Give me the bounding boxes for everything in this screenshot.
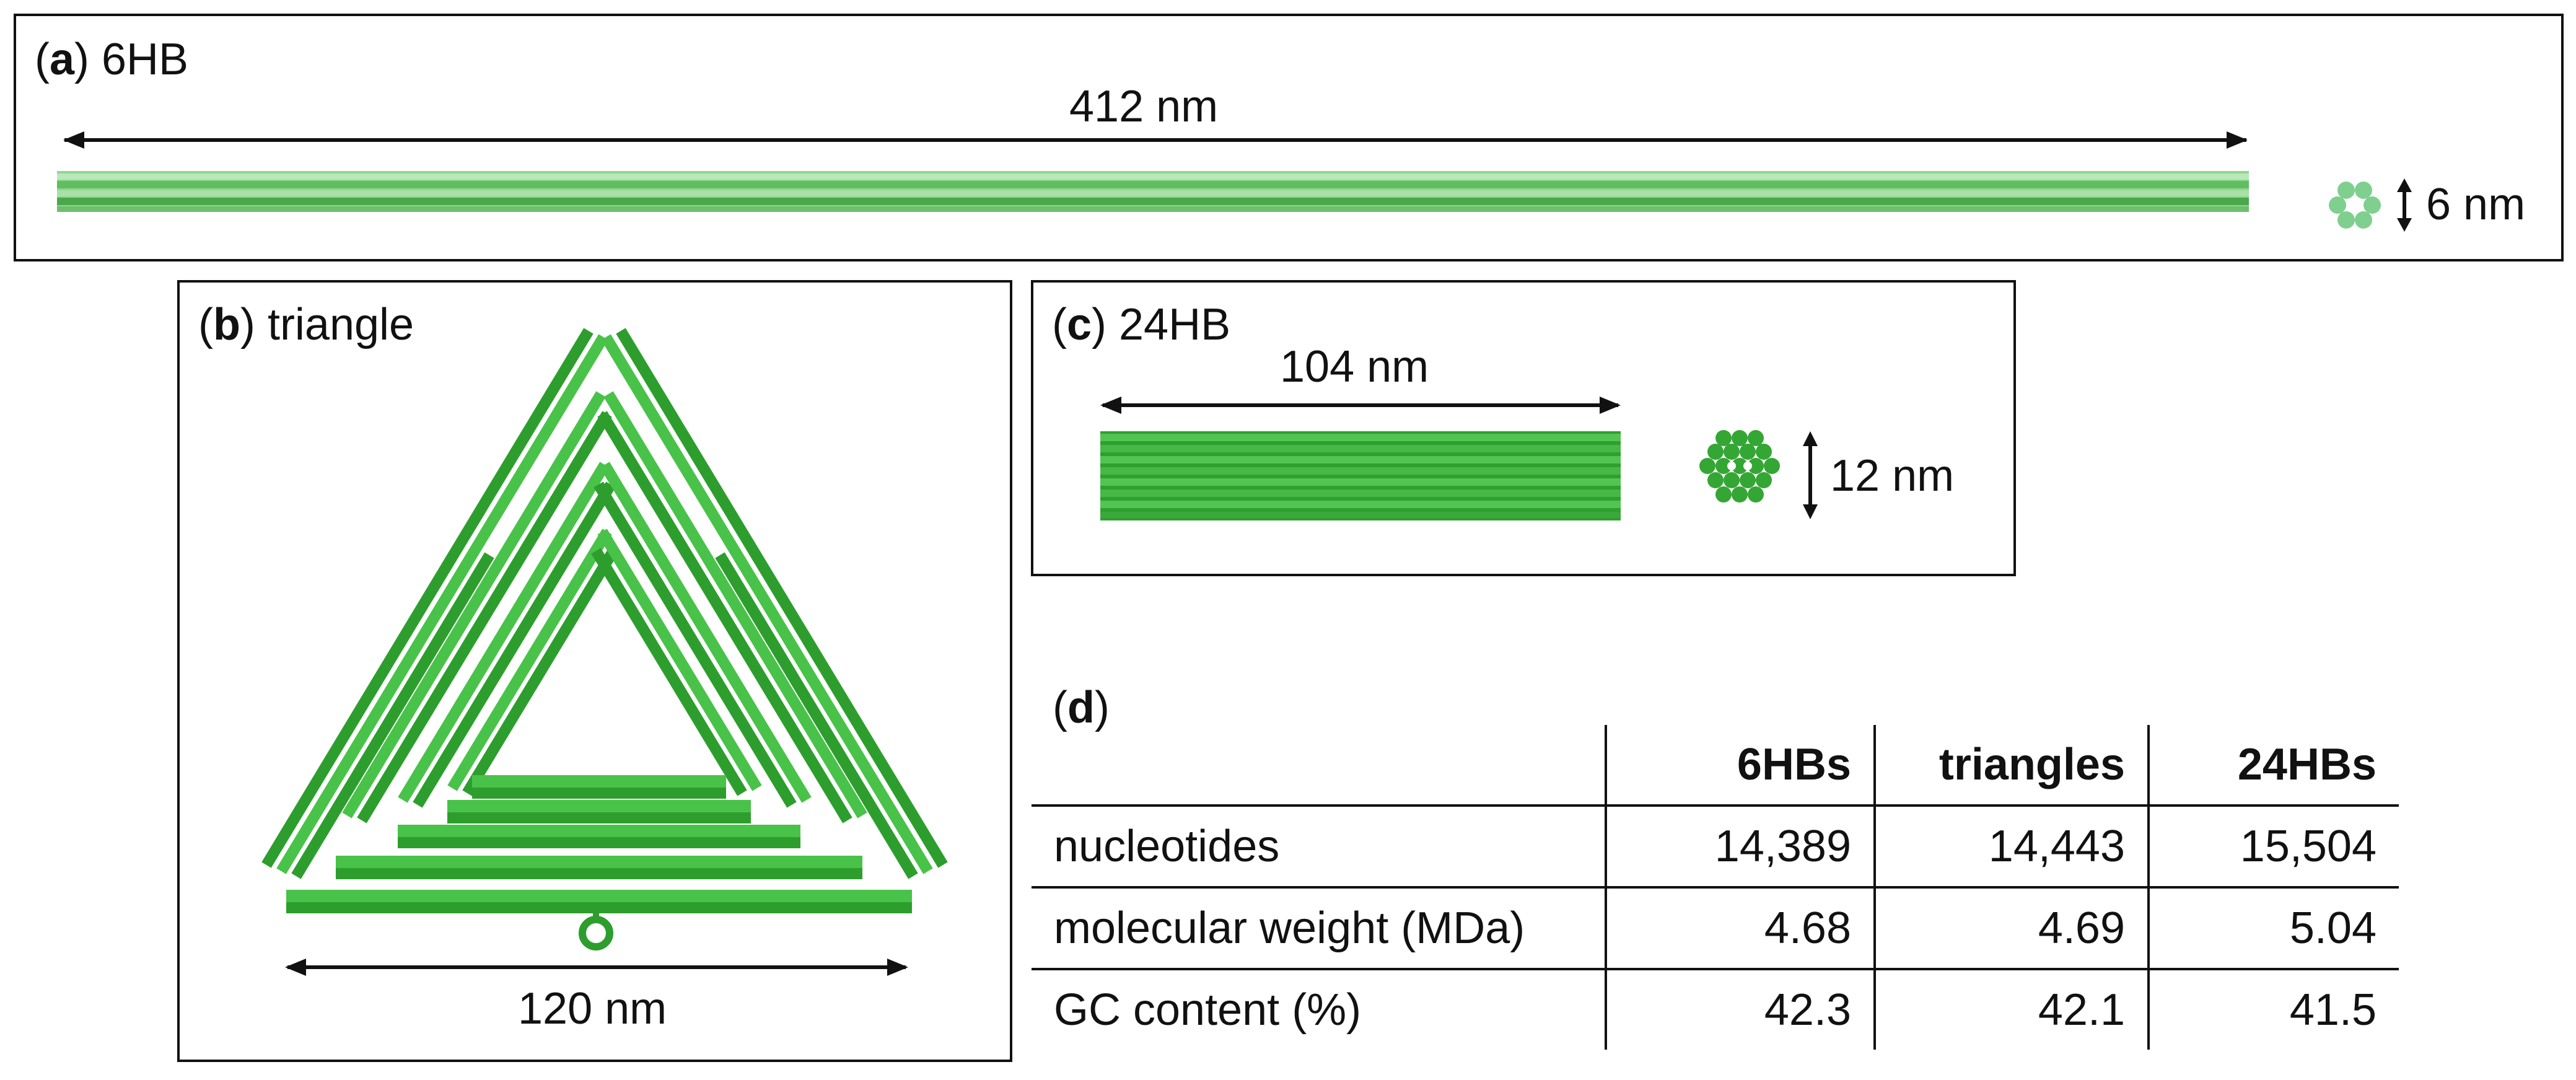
table-row: nucleotides 14,389 14,443 15,504 <box>1032 806 2399 889</box>
24hb-cross-section-icon <box>1699 430 1780 503</box>
panel-c-label: (c) 24HB <box>1052 300 1231 349</box>
table-cell: 41.5 <box>2147 969 2399 1050</box>
panel-b-label: (b) triangle <box>198 300 414 349</box>
table-header-row: 6HBs triangles 24HBs <box>1032 725 2399 807</box>
panel-c: (c) 24HB 104 nm <box>1031 280 2016 576</box>
panel-a-length-label: 412 nm <box>1069 82 1219 131</box>
triangle-structure <box>261 328 948 976</box>
panel-c-length-label: 104 nm <box>1280 342 1429 392</box>
row-label: GC content (%) <box>1054 985 1362 1035</box>
column-header: 24HBs <box>2147 725 2399 807</box>
panel-b: (b) triangle <box>177 280 1012 1062</box>
table-row: GC content (%) 42.3 42.1 41.5 <box>1032 969 2399 1050</box>
table-row: molecular weight (MDa) 4.68 4.69 5.04 <box>1032 887 2399 970</box>
column-header: 6HBs <box>1605 725 1875 807</box>
panel-d: (d) 6HBs triangles 24HBs nucleotides 14,… <box>1032 675 2425 1060</box>
table-cell: 5.04 <box>2147 887 2399 970</box>
properties-table: 6HBs triangles 24HBs nucleotides 14,389 … <box>1032 725 2399 1050</box>
panel-d-label: (d) <box>1053 683 1110 732</box>
row-label: molecular weight (MDa) <box>1032 887 1606 970</box>
length-arrow <box>1100 397 1621 414</box>
diameter-arrow <box>1803 431 1818 519</box>
row-label: nucleotides <box>1032 806 1606 889</box>
table-cell: 4.68 <box>1605 887 1875 970</box>
6hb-rod <box>57 171 2249 212</box>
table-cell: 14,389 <box>1605 806 1875 889</box>
panel-c-diameter-label: 12 nm <box>1830 451 1955 501</box>
table-cell: 4.69 <box>1873 887 2149 970</box>
panel-b-base-label: 120 nm <box>518 984 667 1034</box>
panel-c-graphics <box>1100 397 1818 520</box>
table-cell: 42.3 <box>1605 969 1875 1050</box>
column-header: triangles <box>1873 725 2149 807</box>
panel-a: (a) 6HB 412 nm <box>14 14 2564 261</box>
base-length-arrow <box>285 959 908 976</box>
table-cell: 42.1 <box>1873 969 2149 1050</box>
6hb-cross-section-icon <box>2329 182 2381 229</box>
base-helices <box>286 775 912 913</box>
left-arm <box>261 328 618 879</box>
right-arm <box>591 328 948 879</box>
24hb-bundle <box>1100 431 1621 520</box>
loop-icon <box>579 913 613 950</box>
column-header <box>1032 725 1606 807</box>
length-arrow <box>63 131 2248 149</box>
panel-a-diameter-label: 6 nm <box>2426 180 2526 229</box>
panel-a-graphics <box>57 131 2412 232</box>
diameter-arrow <box>2397 178 2412 232</box>
panel-a-label: (a) 6HB <box>35 35 189 84</box>
table-cell: 14,443 <box>1873 806 2149 889</box>
table-cell: 15,504 <box>2147 806 2399 889</box>
